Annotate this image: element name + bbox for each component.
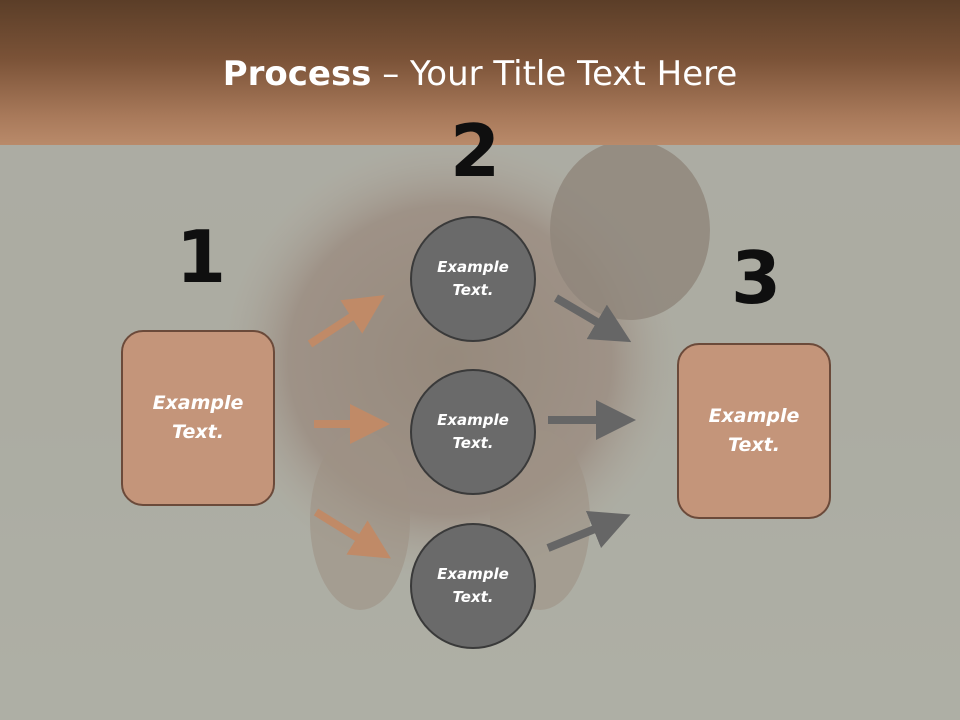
step-2-circle-bottom[interactable]: Example Text.	[410, 523, 536, 649]
step-1-text-line1: Example	[152, 392, 244, 414]
circle-top-text-line2: Text.	[452, 281, 494, 299]
step-number-1: 1	[176, 215, 227, 299]
circle-top-text-line1: Example	[437, 258, 509, 276]
step-number-2: 2	[450, 109, 501, 193]
step-3-text-line2: Text.	[728, 434, 780, 456]
step-2-circle-top[interactable]: Example Text.	[410, 216, 536, 342]
step-3-text-line1: Example	[708, 405, 800, 427]
step-1-box[interactable]: Example Text.	[121, 330, 275, 506]
circle-middle-text-line2: Text.	[452, 434, 494, 452]
title-banner	[0, 0, 960, 145]
step-3-box[interactable]: Example Text.	[677, 343, 831, 519]
circle-middle-text-line1: Example	[437, 411, 509, 429]
circle-bottom-text-line2: Text.	[452, 588, 494, 606]
step-1-text-line2: Text.	[172, 421, 224, 443]
arrow-1-to-2a	[307, 295, 385, 348]
step-3-text: Example Text.	[709, 402, 800, 460]
step-2-circle-middle[interactable]: Example Text.	[410, 369, 536, 495]
title-bold: Process	[222, 54, 372, 94]
arrow-1-to-2c	[313, 508, 391, 559]
step-1-text: Example Text.	[153, 389, 244, 447]
arrow-2c-to-3	[546, 510, 631, 552]
step-number-3: 3	[731, 236, 782, 320]
page-title: Process – Your Title Text Here	[0, 52, 960, 96]
title-rest: – Your Title Text Here	[371, 54, 738, 94]
arrow-2a-to-3	[553, 294, 632, 343]
circle-bottom-text-line1: Example	[437, 565, 509, 583]
